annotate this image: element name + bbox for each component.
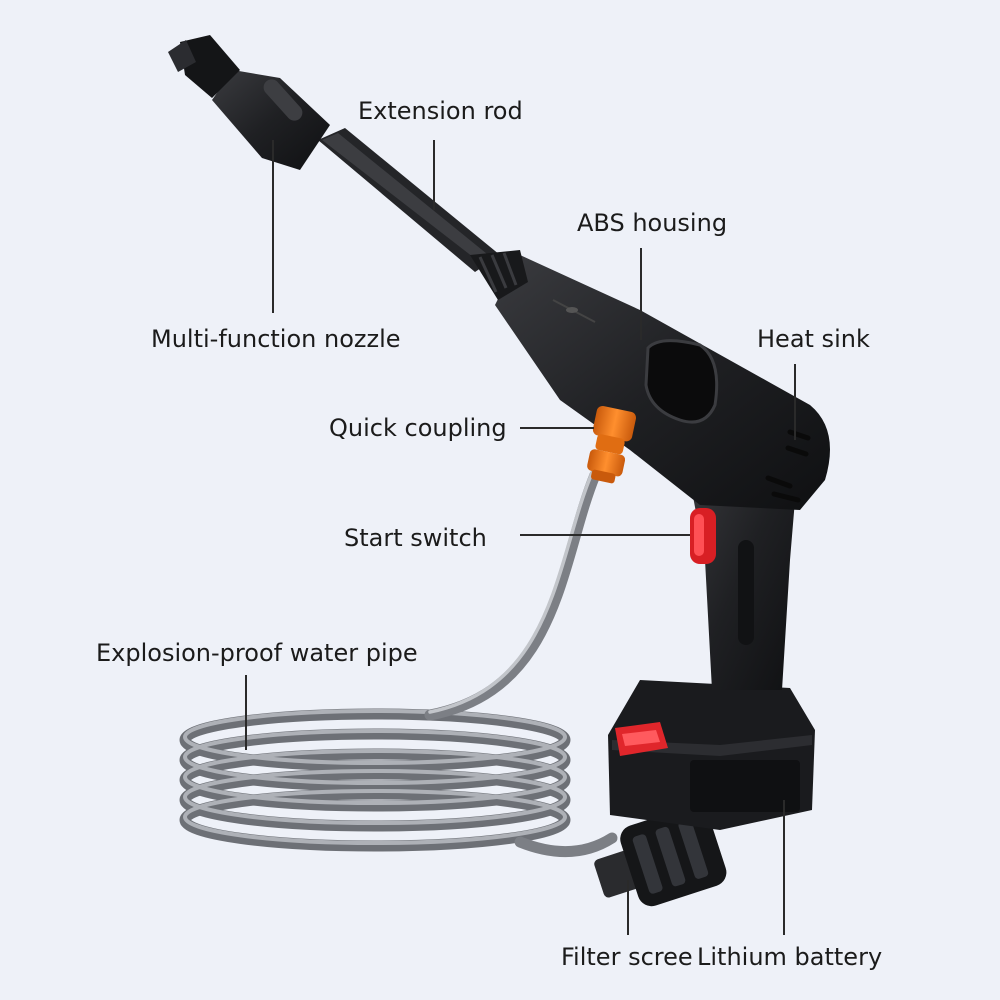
multi-function-nozzle-part: [168, 35, 330, 170]
label-lithium-battery: Lithium battery: [697, 943, 883, 971]
lithium-battery-pack: [608, 680, 815, 830]
label-quick-coupling: Quick coupling: [329, 414, 507, 442]
filter-screen-part: [594, 805, 727, 907]
abs-housing-body: [495, 255, 830, 510]
label-start-switch: Start switch: [344, 524, 487, 552]
label-heat-sink: Heat sink: [757, 325, 870, 353]
quick-coupling-part: [587, 405, 637, 484]
label-water-pipe: Explosion-proof water pipe: [96, 639, 418, 667]
heat-sink-vents: [765, 429, 811, 503]
label-extension-rod: Extension rod: [358, 97, 523, 125]
extension-rod-part: [318, 128, 528, 300]
label-filter-screen: Filter scree: [561, 943, 693, 971]
water-pipe-coil: [179, 469, 618, 858]
label-multi-function-nozzle: Multi-function nozzle: [151, 325, 401, 353]
label-abs-housing: ABS housing: [577, 209, 728, 237]
leader-lines: [245, 140, 796, 935]
start-switch-part: [690, 508, 716, 564]
